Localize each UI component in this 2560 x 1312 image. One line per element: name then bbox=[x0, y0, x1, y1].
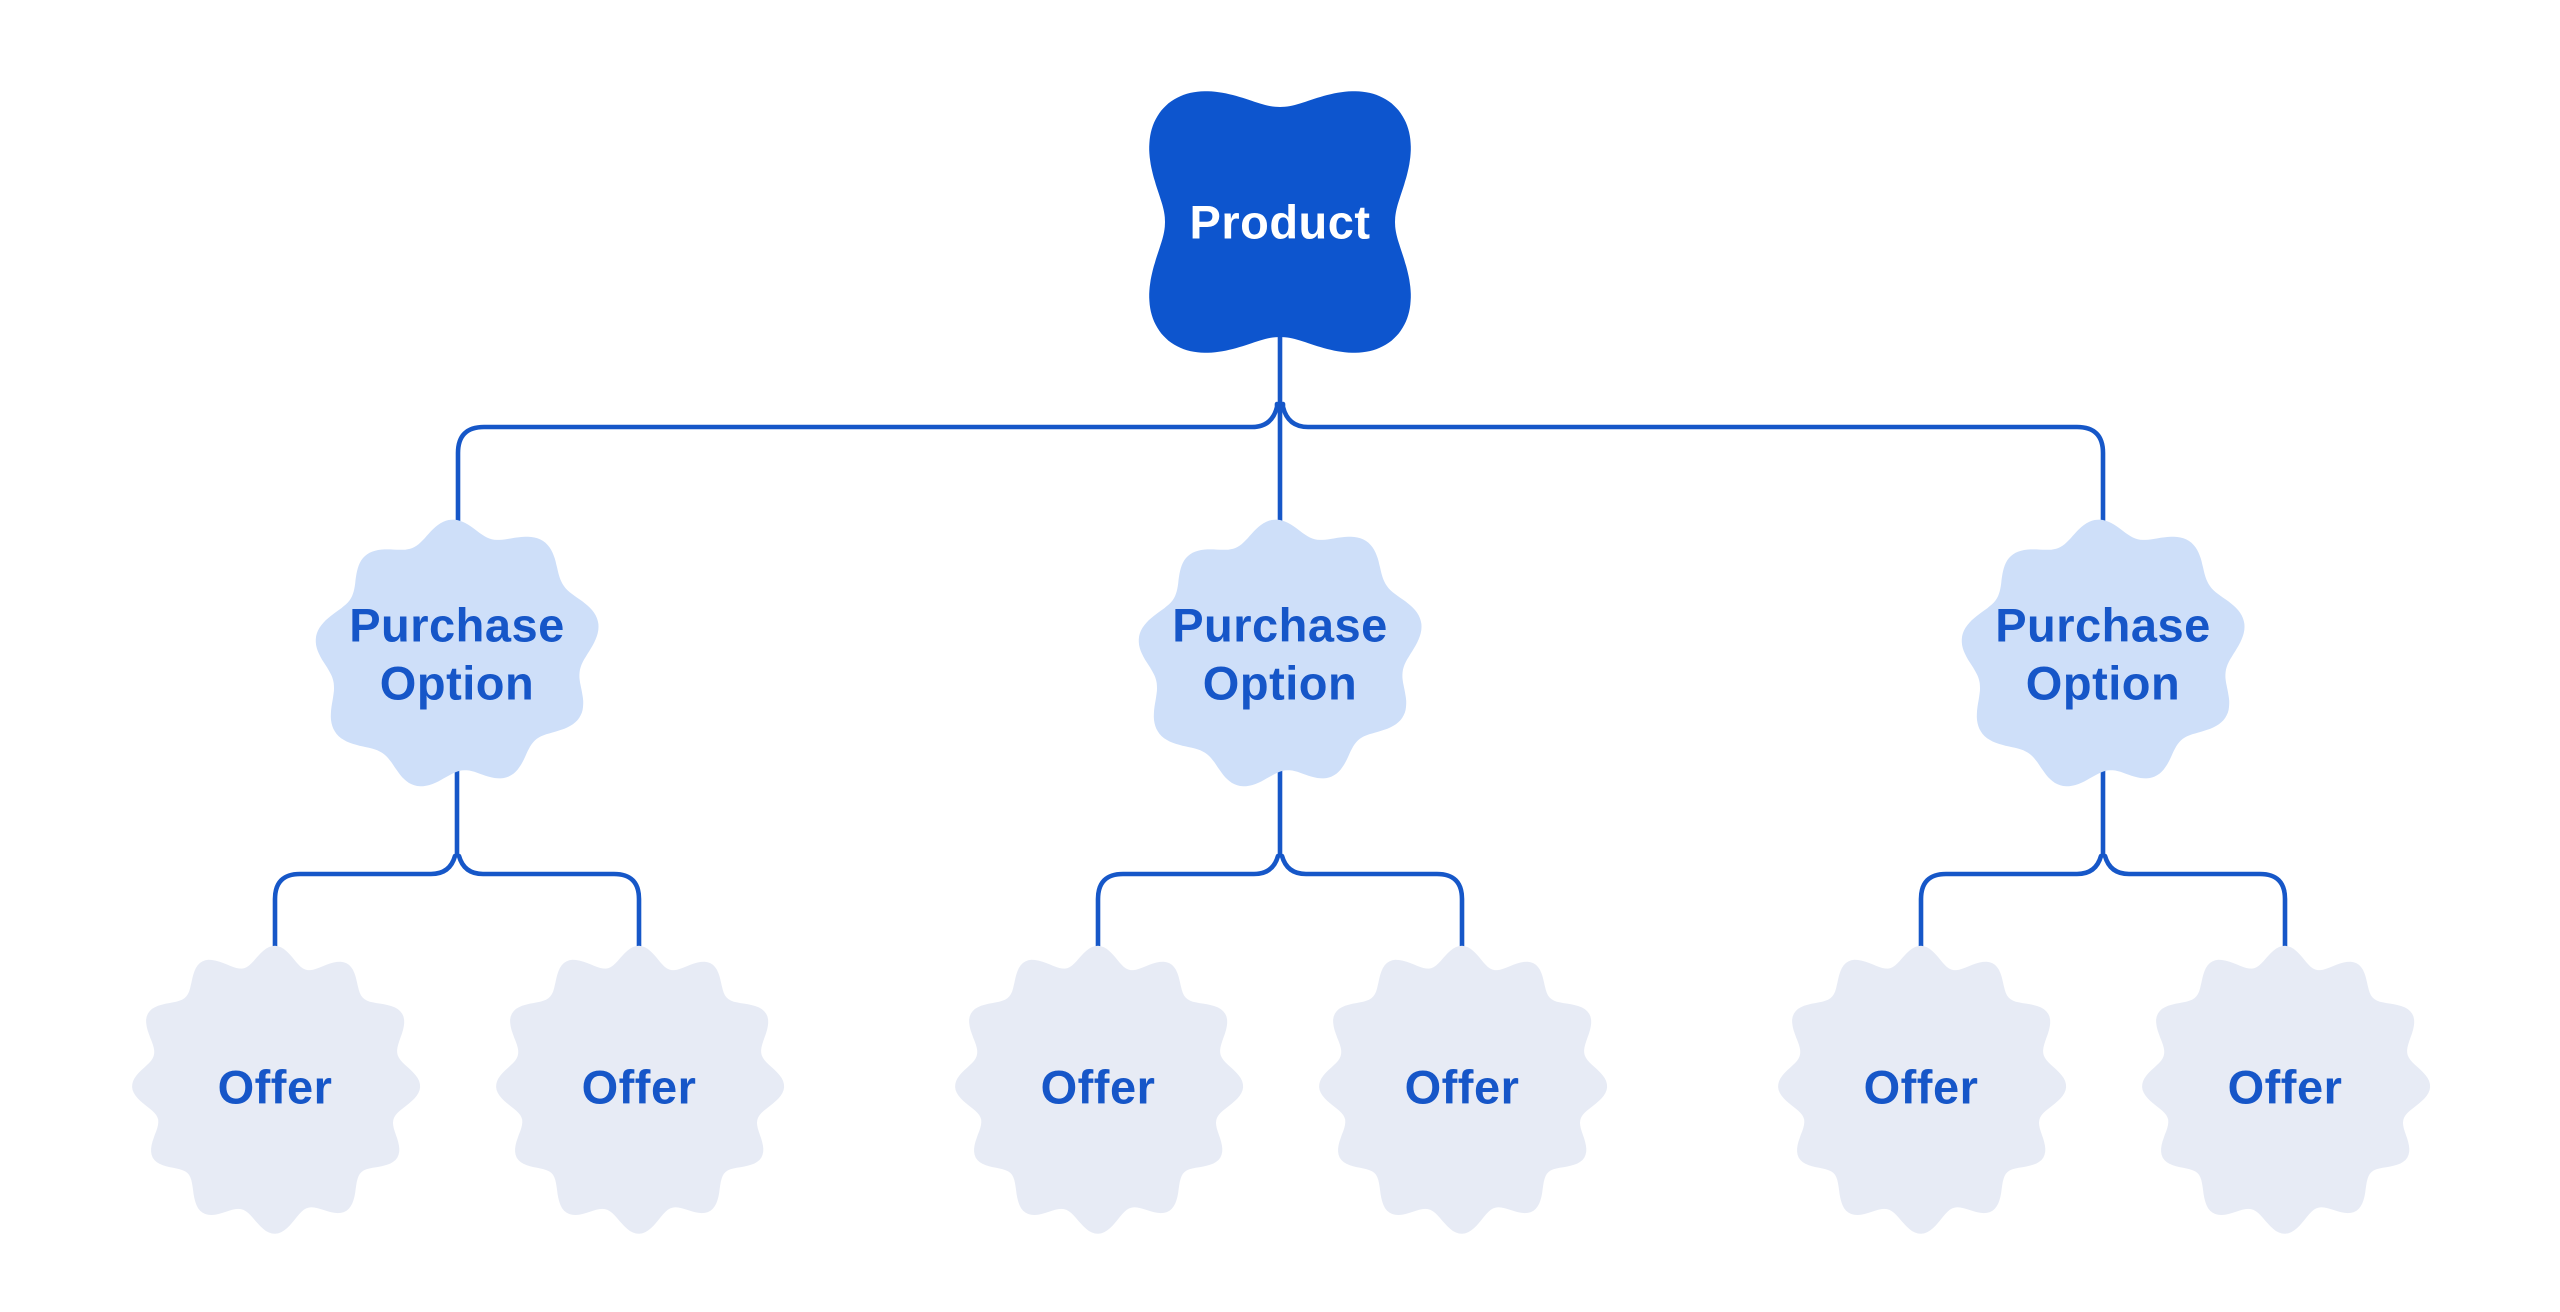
offer-node-1-1: Offer bbox=[132, 945, 421, 1234]
connectors-purchase-option-3 bbox=[1918, 762, 2288, 965]
offer-3-2-label: Offer bbox=[2228, 1061, 2343, 1114]
connectors-level-1 bbox=[455, 330, 2106, 533]
product-label: Product bbox=[1189, 196, 1370, 249]
offer-1-1-label: Offer bbox=[218, 1061, 333, 1114]
offer-2-2-blob-shape bbox=[1319, 945, 1608, 1234]
offer-3-1-blob-shape bbox=[1778, 945, 2067, 1234]
purchase-option-3-blob-shape bbox=[1961, 519, 2245, 787]
offer-2-2-label: Offer bbox=[1405, 1061, 1520, 1114]
offer-2-1-blob-shape bbox=[955, 945, 1244, 1234]
purchase-option-node-2: Purchase Option bbox=[1138, 519, 1422, 787]
connectors-purchase-option-1 bbox=[272, 762, 642, 965]
product-blob-shape bbox=[1149, 91, 1411, 353]
offer-node-2-2: Offer bbox=[1319, 945, 1608, 1234]
offer-1-2-blob-shape bbox=[496, 945, 785, 1234]
connector-po3-offer-right bbox=[2102, 853, 2288, 965]
purchase-option-1-label-line2: Option bbox=[380, 657, 534, 710]
offer-2-1-label: Offer bbox=[1041, 1061, 1156, 1114]
purchase-option-2-label-line2: Option bbox=[1203, 657, 1357, 710]
connector-po2-offer-left bbox=[1095, 853, 1281, 965]
offer-node-3-1: Offer bbox=[1778, 945, 2067, 1234]
connector-po1-offer-right bbox=[456, 853, 642, 965]
purchase-option-3-label-line1: Purchase bbox=[1995, 599, 2211, 652]
offer-node-1-2: Offer bbox=[496, 945, 785, 1234]
offer-1-1-blob-shape bbox=[132, 945, 421, 1234]
purchase-option-1-blob-shape bbox=[315, 519, 599, 787]
offer-3-2-blob-shape bbox=[2142, 945, 2431, 1234]
connector-po1-offer-left bbox=[272, 853, 458, 965]
purchase-option-node-1: Purchase Option bbox=[315, 519, 599, 787]
offer-1-2-label: Offer bbox=[582, 1061, 697, 1114]
offer-3-1-label: Offer bbox=[1864, 1061, 1979, 1114]
purchase-option-3-label-line2: Option bbox=[2026, 657, 2180, 710]
connectors-purchase-option-2 bbox=[1095, 762, 1465, 965]
connector-branch-left bbox=[455, 401, 1280, 533]
offer-node-3-2: Offer bbox=[2142, 945, 2431, 1234]
purchase-option-node-3: Purchase Option bbox=[1961, 519, 2245, 787]
connector-po3-offer-left bbox=[1918, 853, 2104, 965]
connector-po2-offer-right bbox=[1279, 853, 1465, 965]
offer-node-2-1: Offer bbox=[955, 945, 1244, 1234]
purchase-option-2-label-line1: Purchase bbox=[1172, 599, 1388, 652]
product-node: Product bbox=[1149, 91, 1411, 353]
purchase-option-2-blob-shape bbox=[1138, 519, 1422, 787]
connector-branch-right bbox=[1280, 401, 2106, 533]
purchase-option-1-label-line1: Purchase bbox=[349, 599, 565, 652]
